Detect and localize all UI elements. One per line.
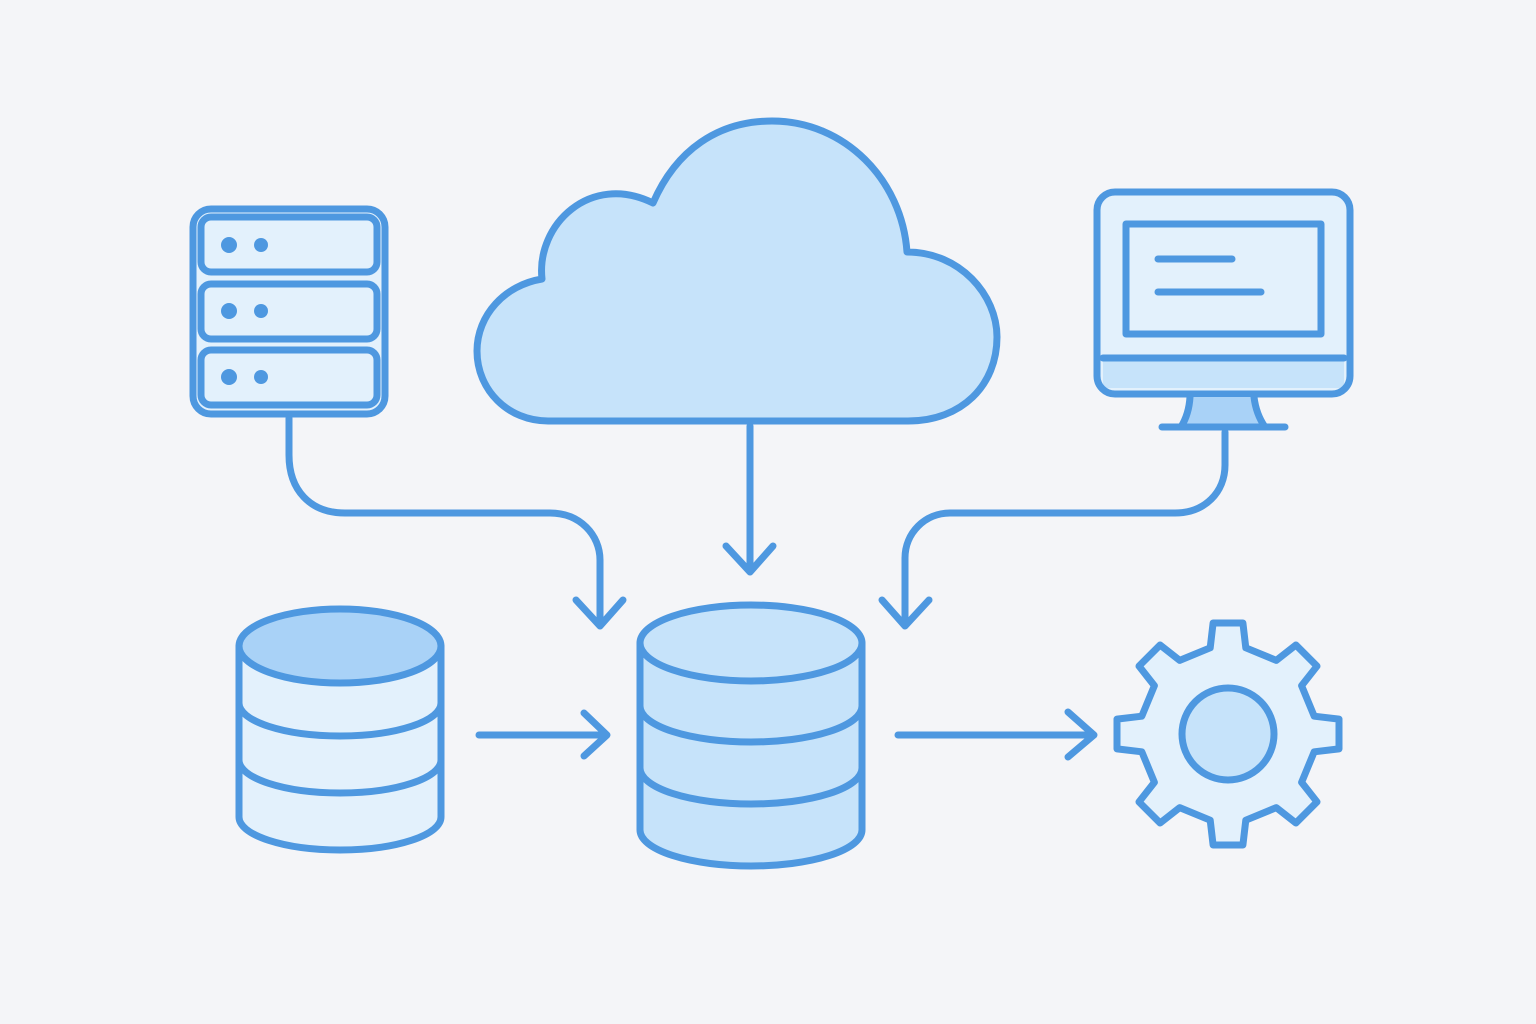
cloud-icon	[473, 117, 1001, 425]
arrowhead-right-icon	[580, 709, 611, 760]
server-connector	[285, 414, 627, 630]
processing-connector	[894, 708, 1098, 761]
monitor-connector	[878, 428, 1229, 630]
cloud-connector	[722, 422, 777, 576]
source-database-connector	[475, 709, 611, 760]
database-icon	[636, 601, 866, 870]
database-icon	[235, 605, 445, 854]
arrowhead-right-icon	[1064, 708, 1098, 761]
server-rack-icon	[189, 205, 389, 418]
monitor-icon	[1093, 188, 1354, 431]
arrowhead-down-icon	[722, 542, 777, 576]
gear-icon	[1113, 619, 1343, 849]
arrowhead-down-icon	[878, 596, 933, 630]
arrowhead-down-icon	[572, 596, 627, 630]
